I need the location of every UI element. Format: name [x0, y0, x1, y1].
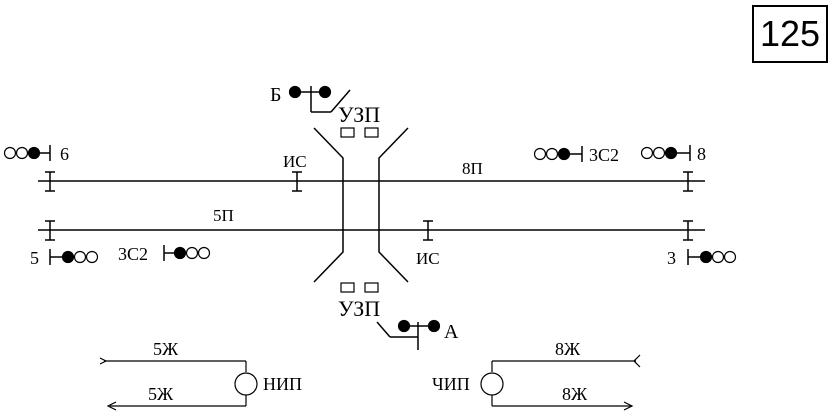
page-number: 125: [752, 5, 828, 63]
signal-5-label: 5: [30, 248, 39, 268]
wire-8zh-top-label: 8Ж: [555, 339, 581, 359]
wire-5zh-bottom-label: 5Ж: [148, 384, 174, 404]
wire-5zh-top-label: 5Ж: [153, 339, 179, 359]
signal-3s2-upper-label: 3С2: [589, 145, 619, 165]
joint-is-lower-label: ИС: [416, 249, 440, 268]
signal-8-label: 8: [697, 144, 706, 164]
insulating-joint: [683, 220, 693, 241]
insulating-joint: [683, 171, 693, 192]
crossing-signal-a: [376, 319, 441, 350]
insulating-joint: [45, 171, 55, 192]
signal-a-label: А: [444, 321, 459, 343]
track-8p-label: 8П: [462, 159, 483, 178]
signal-6-label: 6: [60, 144, 69, 164]
track-5p-label: 5П: [213, 206, 234, 225]
signal-3s2-lower-label: 3С2: [118, 244, 148, 264]
barrier-device-top: [340, 127, 379, 138]
barrier-top-label: УЗП: [338, 102, 380, 127]
signal-3s2-upper: [533, 146, 583, 162]
chip-label: ЧИП: [432, 374, 470, 394]
joint-is-upper-label: ИС: [283, 152, 307, 171]
barrier-bottom-label: УЗП: [338, 296, 380, 321]
wire-8zh-bottom-label: 8Ж: [562, 384, 588, 404]
chip-circuit: [480, 354, 641, 411]
insulating-joint: [292, 171, 302, 192]
barrier-device-bottom: [340, 282, 379, 293]
signal-3s2-lower: [163, 245, 211, 261]
signal-b-label: Б: [270, 84, 281, 106]
insulating-joint: [423, 220, 433, 241]
signal-5: [49, 249, 99, 265]
nip-circuit: [99, 357, 258, 411]
signal-3-label: 3: [667, 248, 676, 268]
level-crossing: [313, 127, 409, 283]
crossing-signal-b: [288, 85, 351, 113]
signal-6: [3, 145, 51, 161]
signal-8: [640, 145, 691, 161]
insulating-joint: [45, 220, 55, 241]
nip-label: НИП: [263, 374, 302, 394]
signal-3: [687, 249, 737, 265]
